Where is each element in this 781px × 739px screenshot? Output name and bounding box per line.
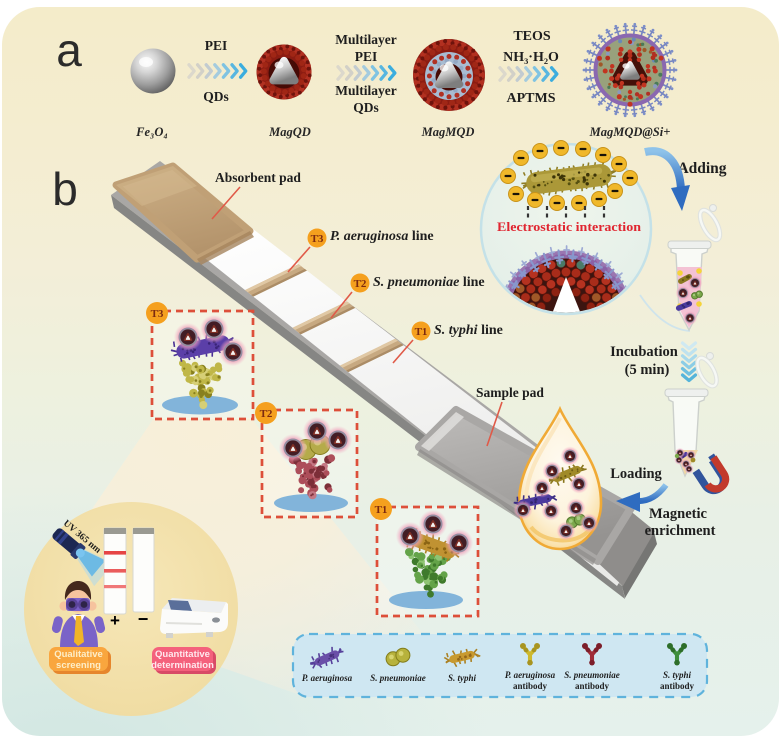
svg-text:antibody: antibody xyxy=(660,681,695,691)
svg-text:S. pneumoniae line: S. pneumoniae line xyxy=(373,275,485,290)
svg-text:Multilayer: Multilayer xyxy=(335,32,396,47)
svg-text:T3: T3 xyxy=(151,308,164,320)
svg-text:antibody: antibody xyxy=(513,681,548,691)
svg-text:Absorbent pad: Absorbent pad xyxy=(215,170,301,185)
svg-text:(5 min): (5 min) xyxy=(625,362,670,378)
svg-text:Loading: Loading xyxy=(610,466,662,482)
svg-text:MagMQD@Si+: MagMQD@Si+ xyxy=(589,125,671,139)
svg-text:P. aeruginosa line: P. aeruginosa line xyxy=(330,229,434,244)
svg-text:Qualitative: Qualitative xyxy=(54,649,103,660)
svg-text:T3: T3 xyxy=(311,233,324,245)
svg-text:b: b xyxy=(52,163,78,215)
svg-text:Fe₃O₄: Fe₃O₄ xyxy=(135,125,168,139)
svg-text:antibody: antibody xyxy=(575,681,610,691)
svg-text:P. aeruginosa: P. aeruginosa xyxy=(505,670,556,680)
svg-text:Incubation: Incubation xyxy=(610,344,678,360)
svg-text:Sample pad: Sample pad xyxy=(476,385,544,400)
svg-text:T2: T2 xyxy=(354,278,367,290)
svg-text:S. pneumoniae: S. pneumoniae xyxy=(370,673,426,683)
svg-text:Quantitative: Quantitative xyxy=(155,649,210,660)
svg-text:Multilayer: Multilayer xyxy=(335,83,396,98)
svg-text:PEI: PEI xyxy=(205,38,228,53)
svg-text:QDs: QDs xyxy=(203,89,229,104)
svg-text:APTMS: APTMS xyxy=(507,91,556,106)
svg-text:NH₃·H₂O: NH₃·H₂O xyxy=(503,50,559,65)
svg-text:T1: T1 xyxy=(375,504,388,516)
svg-text:determination: determination xyxy=(151,660,214,671)
svg-text:P. aeruginosa: P. aeruginosa xyxy=(302,673,353,683)
svg-text:−: − xyxy=(138,609,149,629)
svg-text:T2: T2 xyxy=(260,408,273,420)
svg-text:Adding: Adding xyxy=(677,160,726,177)
svg-text:PEI: PEI xyxy=(355,49,378,64)
svg-text:S. typhi line: S. typhi line xyxy=(434,323,503,338)
svg-text:S. typhi: S. typhi xyxy=(663,670,692,680)
svg-text:enrichment: enrichment xyxy=(645,523,716,539)
svg-text:S. pneumoniae: S. pneumoniae xyxy=(564,670,620,680)
svg-text:Magnetic: Magnetic xyxy=(649,506,708,522)
svg-text:screening: screening xyxy=(56,660,101,671)
svg-text:T1: T1 xyxy=(415,326,428,338)
svg-text:Electrostatic interaction: Electrostatic interaction xyxy=(497,219,642,234)
svg-text:MagQD: MagQD xyxy=(268,125,311,139)
svg-text:TEOS: TEOS xyxy=(513,29,551,44)
svg-text:MagMQD: MagMQD xyxy=(421,125,475,139)
svg-text:a: a xyxy=(56,24,82,76)
svg-text:S. typhi: S. typhi xyxy=(448,673,477,683)
svg-text:QDs: QDs xyxy=(353,100,379,115)
svg-text:+: + xyxy=(110,611,120,630)
